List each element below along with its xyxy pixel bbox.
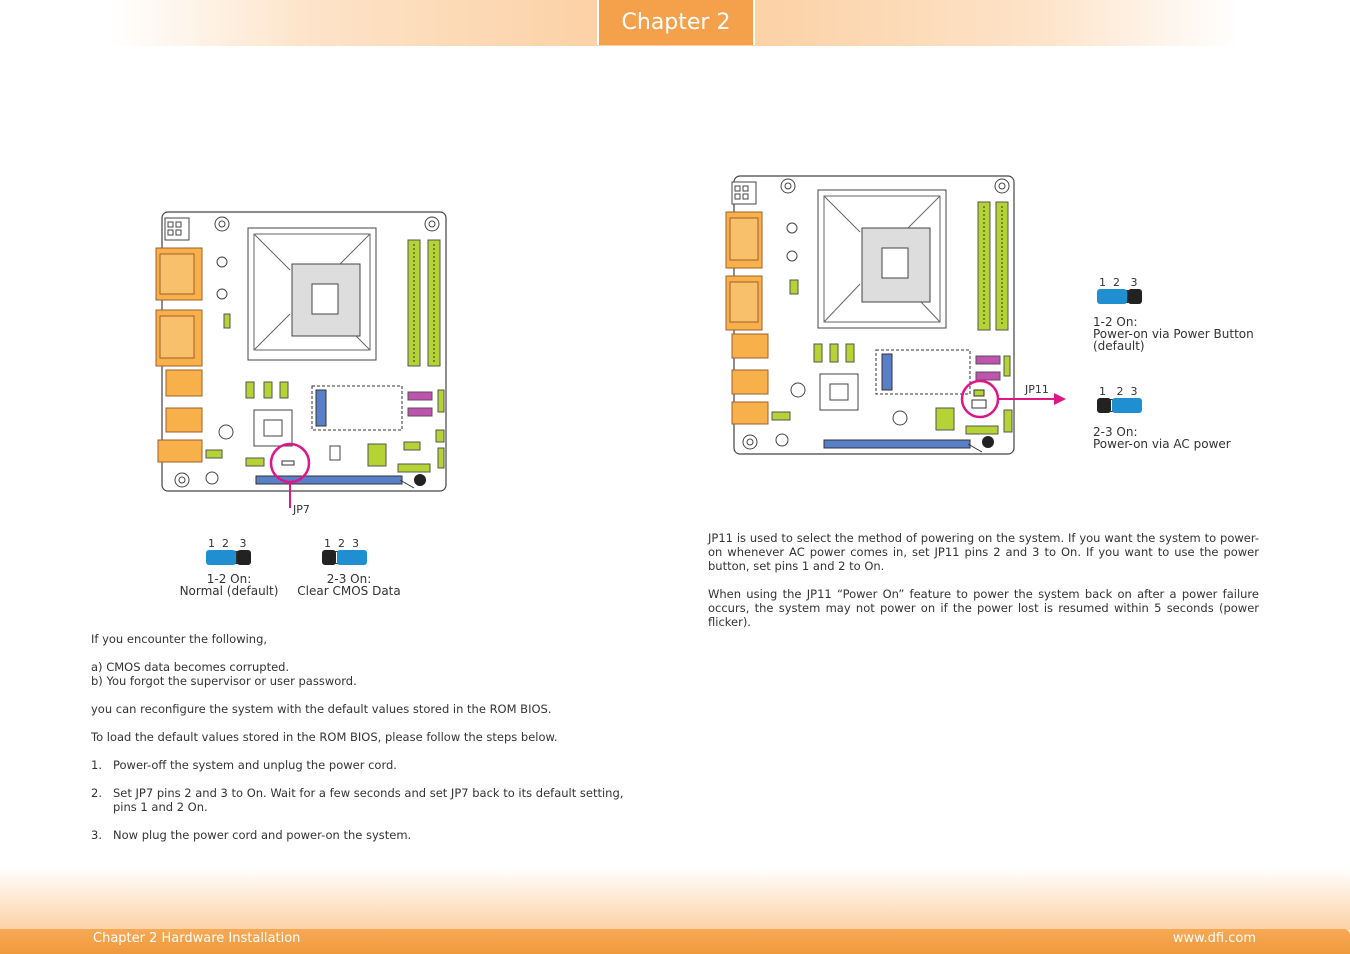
power-on-description: JP11 is used to select the method of pow… (708, 531, 1259, 629)
paragraph: you can reconfigure the system with the … (91, 702, 552, 716)
intro-text: If you encounter the following, (91, 632, 268, 646)
footer-band (0, 868, 1350, 930)
pin-numbers: 1 2 3 (1099, 276, 1138, 289)
paragraph: When using the JP11 “Power On” feature t… (708, 587, 1259, 629)
motherboard-diagram-right (725, 175, 1066, 455)
pin-numbers: 1 2 3 (208, 537, 247, 550)
pin-numbers: 1 2 3 (1099, 385, 1138, 398)
chapter-tab: Chapter 2 (597, 0, 755, 45)
step-item: 1. Power-off the system and unplug the p… (91, 758, 397, 772)
list-item: b) You forgot the supervisor or user pas… (91, 674, 357, 688)
paragraph: To load the default values stored in the… (91, 730, 558, 744)
footer-website-link[interactable]: www.dfi.com (1172, 931, 1256, 946)
jp7-setting-2-label: 2-3 On: Clear CMOS Data (297, 572, 401, 598)
footer-bar (0, 929, 1350, 954)
paragraph: JP11 is used to select the method of pow… (708, 531, 1259, 573)
footer-section-title: Chapter 2 Hardware Installation (93, 931, 301, 946)
jp7-jumper-2-3: 1 2 3 (322, 537, 367, 565)
motherboard-diagram-left (155, 211, 447, 508)
jp7-callout-label: JP7 (293, 503, 310, 516)
jp11-callout-label: JP11 (1025, 383, 1049, 396)
jp11-setting-2-label: 2-3 On: Power-on via AC power (1093, 425, 1231, 451)
jp11-jumper-2-3: 1 2 3 (1097, 385, 1142, 413)
clear-cmos-instructions: If you encounter the following, a) CMOS … (91, 632, 651, 842)
list-item: a) CMOS data becomes corrupted. (91, 660, 290, 674)
jp7-jumper-1-2: 1 2 3 (206, 537, 251, 565)
pin-numbers: 1 2 3 (324, 537, 359, 550)
step-item: 2. Set JP7 pins 2 and 3 to On. Wait for … (91, 786, 624, 814)
jp7-setting-1-label: 1-2 On: Normal (default) (179, 572, 279, 598)
step-item: 3. Now plug the power cord and power-on … (91, 828, 412, 842)
jp11-setting-1-label: 1-2 On: Power-on via Power Button (defau… (1093, 315, 1254, 353)
jp11-jumper-1-2: 1 2 3 (1097, 276, 1142, 304)
